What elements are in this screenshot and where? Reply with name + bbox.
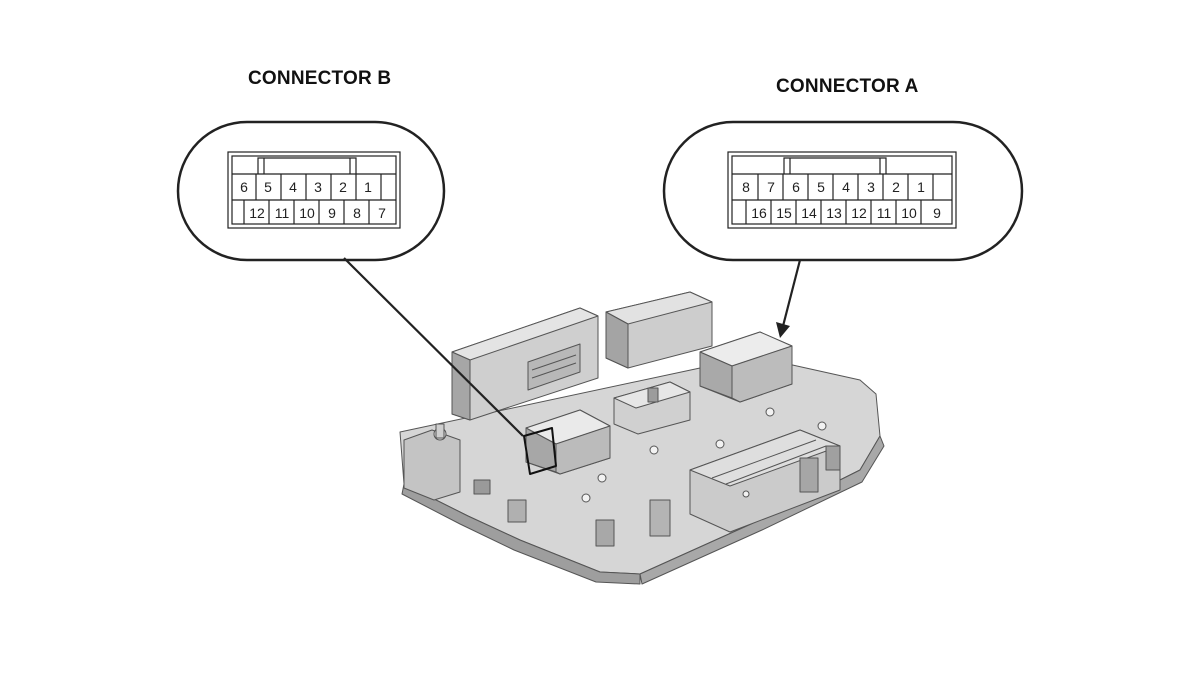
connector-a-pins-top: 8 7 6 5 4 3 2 1: [742, 179, 925, 195]
connector-a-title: CONNECTOR A: [776, 76, 919, 97]
connector-b-face: [227, 151, 401, 229]
connector-a-face: [727, 151, 957, 229]
connector-a-pin: 9: [933, 205, 941, 221]
connector-b-pin: 10: [299, 205, 315, 221]
connector-b-pin: 1: [364, 179, 372, 195]
connector-a-pin: 4: [842, 179, 850, 195]
connector-a-callout: 8 7 6 5 4 3 2 1 16 15 14 13 12 11 10 9: [662, 120, 1024, 338]
connector-a-pin: 6: [792, 179, 800, 195]
connector-a-pin: 11: [877, 205, 892, 221]
connector-a-arrowhead: [776, 322, 790, 338]
connector-a-leader-line: [780, 259, 802, 331]
connector-b-pin: 2: [339, 179, 347, 195]
connector-b-pin: 5: [264, 179, 272, 195]
connector-b-pin: 8: [353, 205, 361, 221]
connector-b-title: CONNECTOR B: [248, 68, 392, 89]
connector-a-pin: 16: [751, 205, 767, 221]
connector-b-pin: 9: [328, 205, 336, 221]
connector-b-pin: 6: [240, 179, 248, 195]
connector-b-pin: 3: [314, 179, 322, 195]
connector-a-pin: 13: [826, 205, 842, 221]
connector-b-callout: 6 5 4 3 2 1 12 11 10 9 8 7: [176, 120, 524, 437]
connector-b-leader-line: [343, 257, 524, 437]
connector-a-pin: 12: [851, 205, 867, 221]
control-unit-illustration: [399, 291, 885, 585]
connector-a-pin: 3: [867, 179, 875, 195]
connector-b-pin: 12: [249, 205, 265, 221]
connector-b-pins-bottom: 12 11 10 9 8 7: [249, 205, 386, 221]
connector-a-pin: 2: [892, 179, 900, 195]
connector-a-pin: 1: [917, 179, 925, 195]
connector-a-pin: 15: [776, 205, 792, 221]
connector-a-pin: 7: [767, 179, 775, 195]
connector-a-pin: 14: [801, 205, 817, 221]
connector-a-pin: 10: [901, 205, 917, 221]
connector-b-pin: 7: [378, 205, 386, 221]
connector-a-pins-bottom: 16 15 14 13 12 11 10 9: [751, 205, 941, 221]
connector-b-pin: 4: [289, 179, 297, 195]
connector-b-pins-top: 6 5 4 3 2 1: [240, 179, 372, 195]
connector-a-pin: 8: [742, 179, 750, 195]
connector-b-pin: 11: [275, 205, 290, 221]
connector-a-pin: 5: [817, 179, 825, 195]
